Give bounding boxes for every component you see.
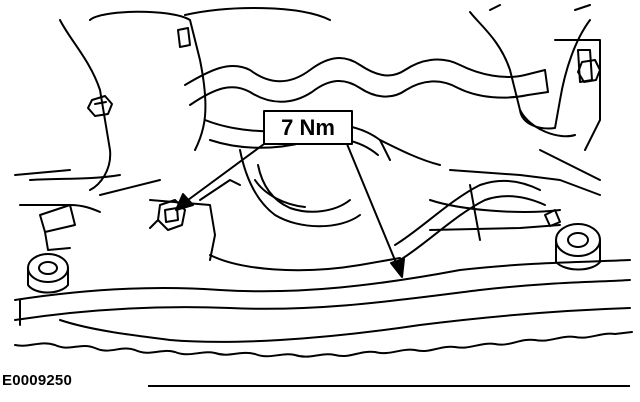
heat-shield [14,259,633,358]
exhaust-pipe [209,179,546,272]
torque-callout-box [263,110,353,145]
leader-line-right [346,143,398,266]
engine-block-outline [59,4,601,191]
frame-rail [14,149,601,261]
arrowhead-left [175,193,194,211]
figure-id-rule [148,385,630,387]
torque-callout: 7 Nm [175,110,405,278]
left-mount-bracket [27,204,101,294]
manifold-bolt-right [577,59,601,83]
figure-id: E0009250 [2,372,73,389]
leader-line-left [187,143,265,201]
stud-top-left [177,27,191,48]
catalytic-converter [204,119,441,228]
torque-value-label: 7 Nm [281,115,335,140]
hanger-nut [149,199,186,231]
arrowhead-right [390,258,405,278]
exhaust-manifold-pipe [184,57,549,106]
manifold-bolt-left [87,95,113,117]
